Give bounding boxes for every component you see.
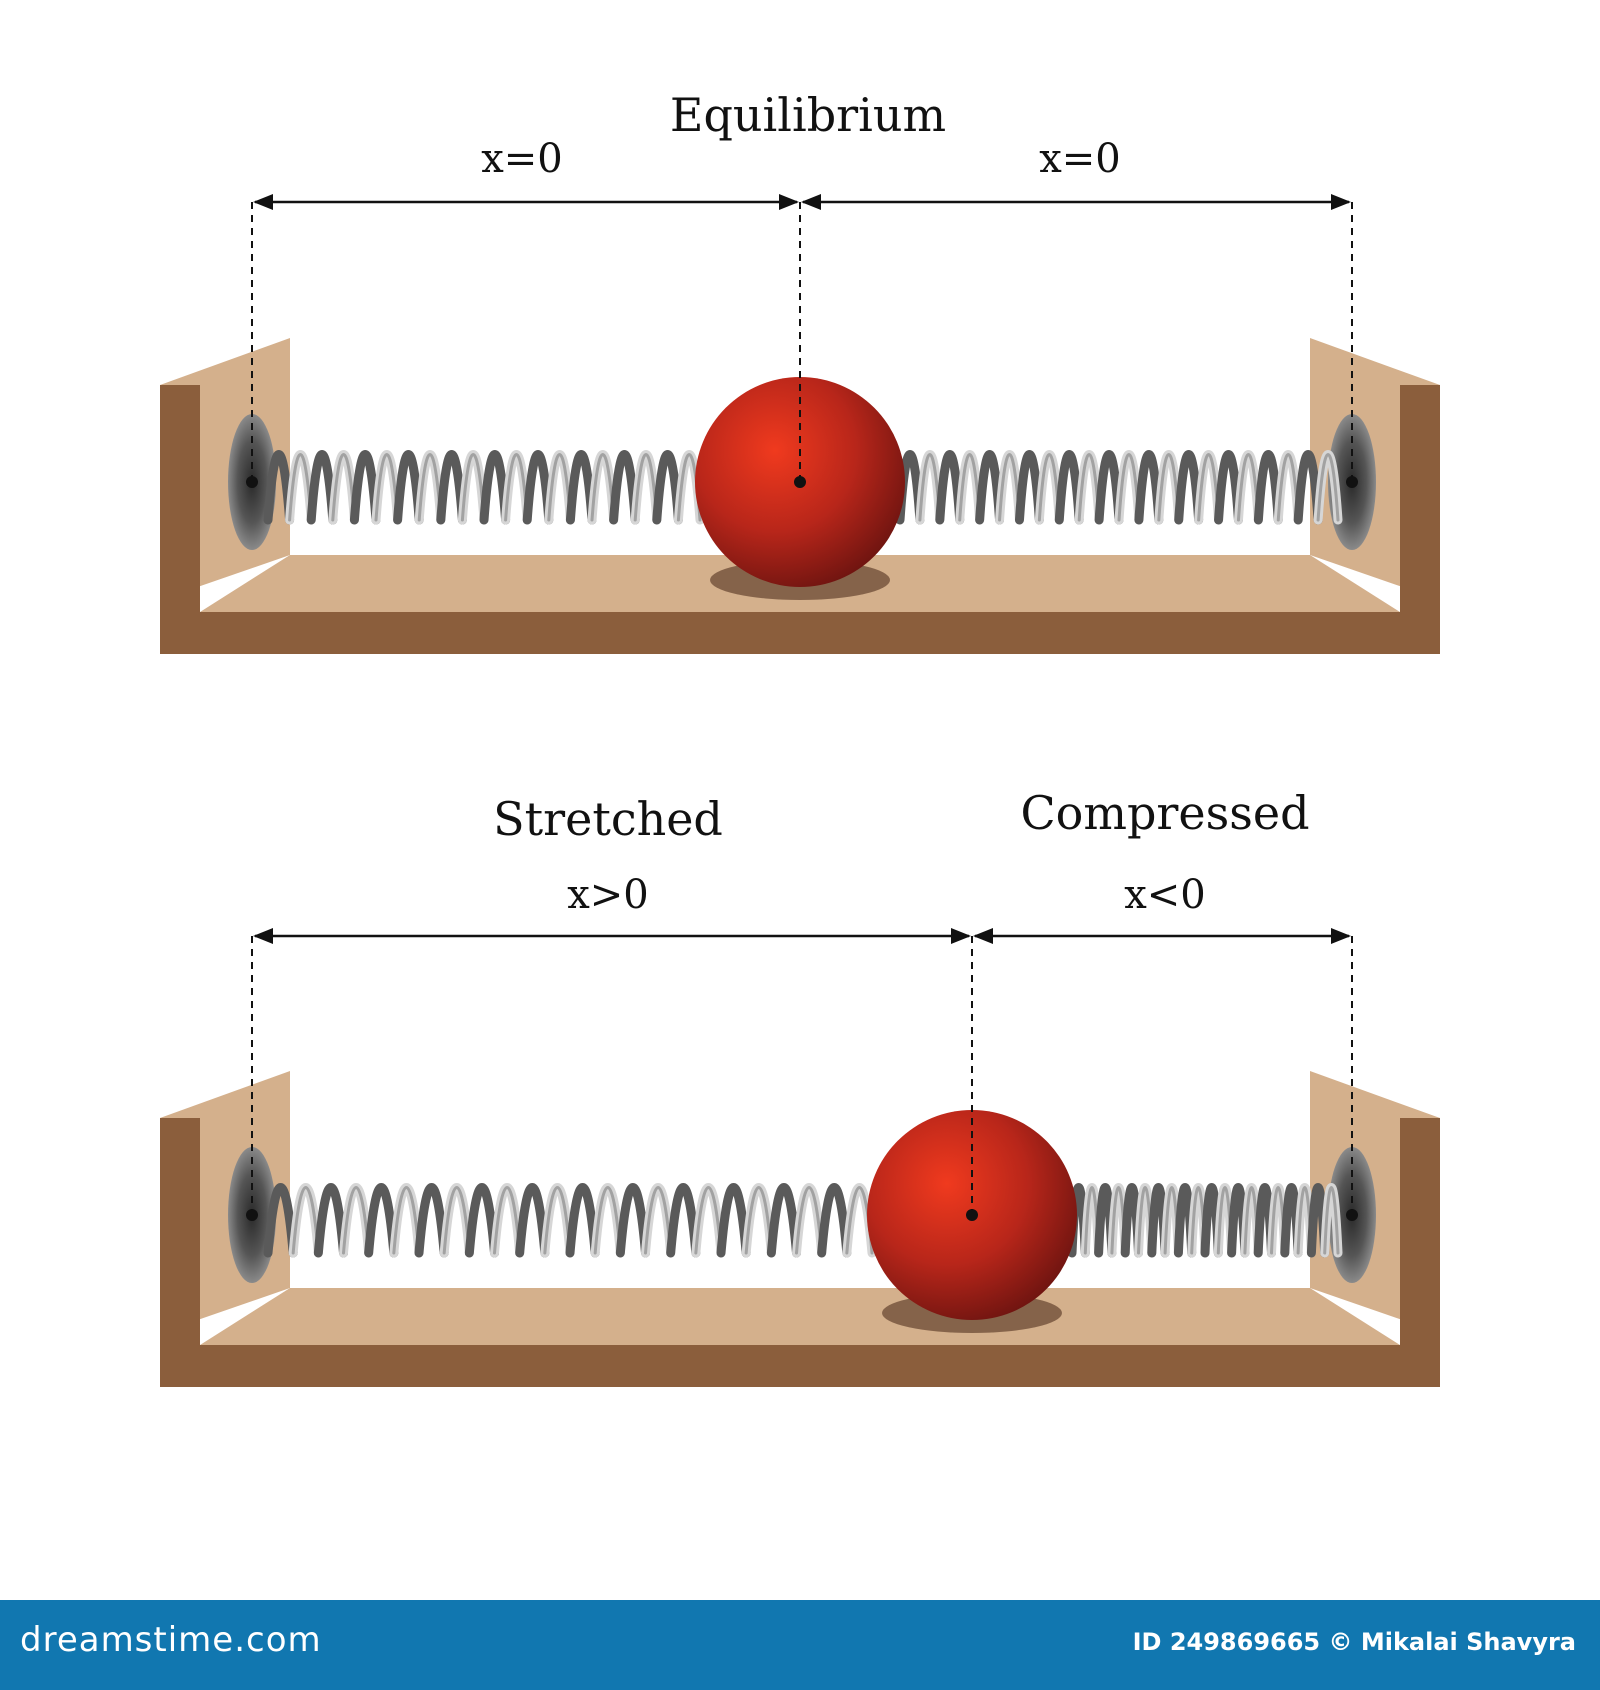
compressed-displacement-label: x<0 xyxy=(1124,872,1206,918)
stretched-displacement-label: x>0 xyxy=(567,872,649,918)
displaced-scene xyxy=(160,928,1440,1387)
box-frame xyxy=(160,385,1440,654)
image-credit: ID 249869665 © Mikalai Shavyra xyxy=(1132,1628,1576,1656)
footer-bar: dreamstime.com ID 249869665 © Mikalai Sh… xyxy=(0,1600,1600,1690)
left-anchor-dot xyxy=(246,476,258,488)
diagram: Equilibrium x=0 x=0 Stretched x>0 Compre… xyxy=(160,88,1440,1387)
left-spring-displacement-label: x=0 xyxy=(481,136,563,182)
stretched-title: Stretched xyxy=(493,792,723,846)
equilibrium-scene xyxy=(160,194,1440,654)
right-spring xyxy=(1067,1182,1343,1258)
brand-logo: dreamstime.com xyxy=(20,1620,322,1660)
box-frame xyxy=(160,1118,1440,1387)
right-anchor-dot xyxy=(1346,1209,1358,1221)
right-spring-displacement-label: x=0 xyxy=(1039,136,1121,182)
ball-center-dot xyxy=(966,1209,978,1221)
compressed-title: Compressed xyxy=(1020,786,1310,840)
ball-center-dot xyxy=(794,476,806,488)
left-spring xyxy=(263,449,705,525)
left-anchor-dot xyxy=(246,1209,258,1221)
left-spring xyxy=(263,1182,877,1258)
right-anchor-dot xyxy=(1346,476,1358,488)
right-spring xyxy=(895,449,1343,525)
floor-surface xyxy=(200,1288,1400,1345)
equilibrium-title: Equilibrium xyxy=(669,88,947,142)
spring-mass-illustration xyxy=(160,194,1440,1387)
